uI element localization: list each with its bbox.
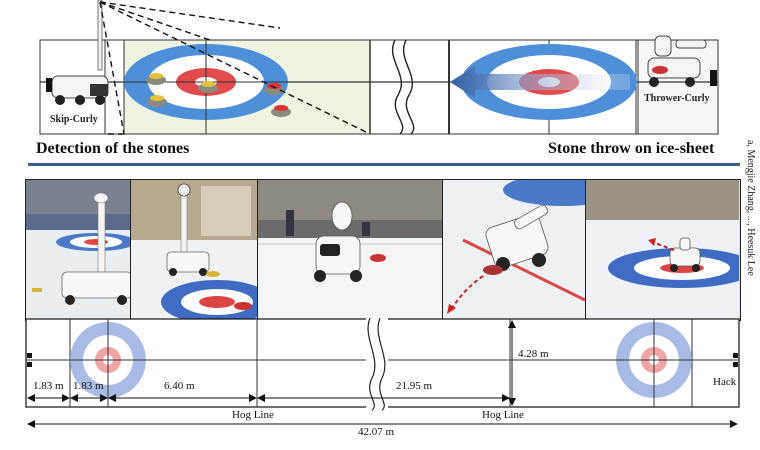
camera-fov-lines [99, 1, 371, 135]
break-wave-2 [403, 39, 415, 135]
photo-thrower-robot-sheet [586, 180, 739, 319]
dim-label-total: 42.07 m [358, 426, 395, 438]
throw-zone-right [637, 39, 719, 135]
skip-curly-label: Skip-Curly [50, 114, 98, 125]
top-schematic [39, 0, 719, 135]
dim-label-1: 1.83 m [33, 380, 64, 392]
photo-thrower-robot-front [258, 180, 443, 319]
break-wave-1 [392, 39, 404, 135]
caption-stone-throw: Stone throw on ice-sheet [548, 140, 715, 157]
photo-skip-robot-wide [26, 180, 131, 319]
hack-right-1 [733, 353, 738, 358]
stone-red-1 [264, 83, 284, 95]
hack-left-2 [27, 362, 32, 367]
throw-zone-left-strip [448, 40, 450, 134]
side-author-text: a, Mengjie Zhang, ..., Heesuk Lee [745, 140, 756, 276]
stone-yellow-1 [146, 73, 166, 85]
sheet-dimension-diagram [25, 318, 740, 428]
stone-yellow-2 [147, 95, 167, 107]
dim-label-4: 21.95 m [396, 380, 433, 392]
photo-skip-robot-house [131, 180, 258, 319]
hack-left-1 [27, 353, 32, 358]
hack-label: Hack [713, 376, 737, 388]
sheet-break-1 [367, 318, 376, 411]
stone-yellow-3 [198, 81, 218, 93]
skip-robot-icon [46, 0, 109, 105]
thrower-robot-icon [647, 35, 717, 87]
caption-detection: Detection of the stones [36, 140, 190, 157]
dim-label-3: 6.40 m [164, 380, 195, 392]
photo-thrower-robot-release [443, 180, 586, 319]
hog-line-label-right: Hog Line [482, 409, 524, 421]
sheet-break-2 [377, 318, 386, 411]
section-divider [28, 163, 740, 166]
dim-label-width: 4.28 m [518, 348, 549, 360]
throw-direction-arrow [450, 66, 630, 98]
stone-red-2 [271, 105, 291, 117]
hack-right-2 [733, 362, 738, 367]
hog-line-label-left: Hog Line [232, 409, 274, 421]
dim-label-2: 1.83 m [73, 380, 104, 392]
thrower-curly-label: Thrower-Curly [644, 93, 710, 104]
